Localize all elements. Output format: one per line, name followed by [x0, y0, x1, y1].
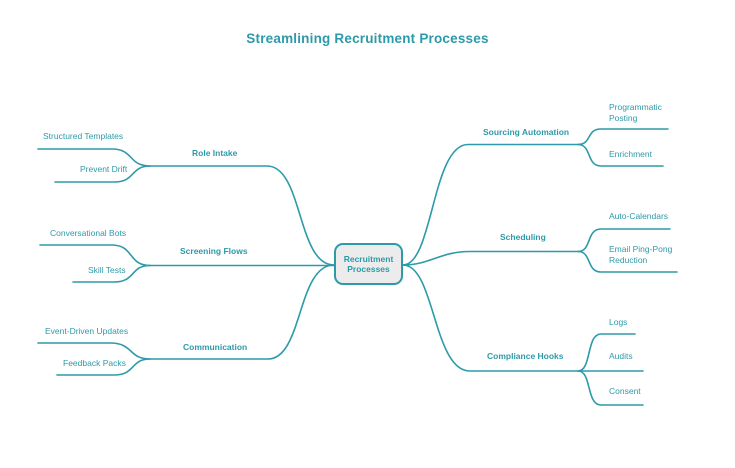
edge-role-intake: [149, 165, 335, 266]
edge-compliance-hooks: [402, 264, 579, 372]
page-title: Streamlining Recruitment Processes: [246, 31, 489, 46]
node-screening-flows[interactable]: Screening Flows: [180, 246, 248, 256]
edge-prevent-drift: [54, 165, 151, 183]
edge-sourcing-automation: [402, 143, 579, 266]
edge-logs: [577, 333, 636, 372]
edge-skill-tests: [72, 264, 151, 283]
edge-structured-templates: [37, 148, 151, 167]
edge-enrichment: [577, 143, 664, 167]
edge-feedback-packs: [56, 358, 151, 376]
node-skill-tests[interactable]: Skill Tests: [88, 265, 126, 275]
node-conversational-bots[interactable]: Conversational Bots: [50, 228, 127, 238]
edge-conversational-bots: [39, 244, 151, 267]
edge-event-driven-updates: [37, 342, 151, 360]
node-structured-templates[interactable]: Structured Templates: [43, 131, 124, 141]
edge-auto-calendars: [577, 228, 671, 253]
edge-email-ping-pong: [577, 250, 678, 273]
node-consent[interactable]: Consent: [609, 386, 641, 396]
root-node-recruitment-processes[interactable]: Recruitment Processes: [334, 243, 403, 285]
node-email-ping-pong-reduction[interactable]: Email Ping-Pong Reduction: [609, 244, 673, 265]
node-prevent-drift[interactable]: Prevent Drift: [80, 164, 128, 174]
edge-programmatic-posting: [577, 128, 669, 146]
edge-consent: [577, 370, 644, 406]
edge-scheduling: [402, 250, 579, 266]
node-communication[interactable]: Communication: [183, 342, 248, 352]
node-role-intake[interactable]: Role Intake: [192, 148, 238, 158]
node-auto-calendars[interactable]: Auto-Calendars: [609, 211, 669, 221]
node-programmatic-posting[interactable]: Programmatic Posting: [609, 102, 662, 123]
node-audits[interactable]: Audits: [609, 351, 633, 361]
node-feedback-packs[interactable]: Feedback Packs: [63, 358, 126, 368]
edge-communication: [149, 264, 335, 360]
node-sourcing-automation[interactable]: Sourcing Automation: [483, 127, 570, 137]
node-compliance-hooks[interactable]: Compliance Hooks: [487, 351, 564, 361]
node-scheduling[interactable]: Scheduling: [500, 232, 546, 242]
node-event-driven-updates[interactable]: Event-Driven Updates: [45, 326, 129, 336]
node-logs[interactable]: Logs: [609, 317, 628, 327]
node-enrichment[interactable]: Enrichment: [609, 149, 652, 159]
